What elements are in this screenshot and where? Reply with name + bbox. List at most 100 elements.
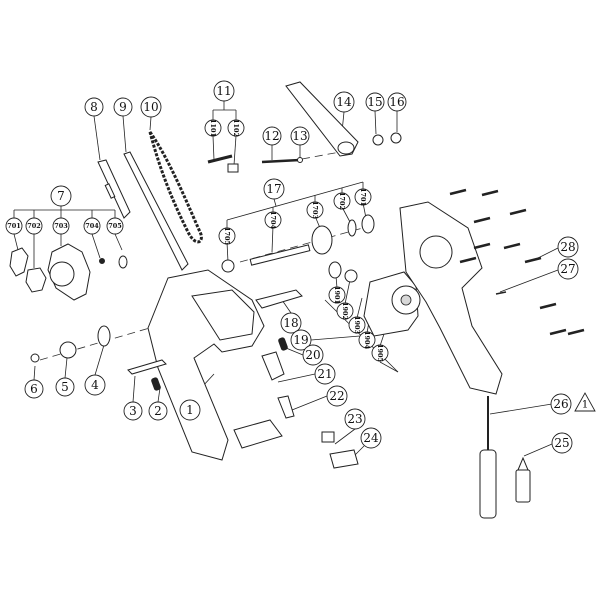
part-701: [9, 247, 29, 277]
callout-circle: [290, 329, 312, 351]
callout-number: 5: [61, 380, 69, 394]
callout-circle: [371, 344, 389, 362]
callout-number: 703: [54, 222, 68, 230]
callout-number: 9: [119, 100, 127, 114]
callout-number: 4: [91, 378, 99, 392]
callout-circle: [140, 96, 162, 118]
callout-number: 704: [85, 222, 99, 230]
callout-circle: [387, 92, 407, 112]
callout-6: 6: [24, 379, 44, 399]
callout-16: 16: [387, 92, 407, 112]
callout-circle: [262, 126, 282, 146]
callout-number: 19: [293, 333, 308, 347]
callout-circle: [333, 192, 351, 210]
callout-circle: [333, 91, 355, 113]
callout-704: 704: [83, 217, 101, 235]
callout-circle: [84, 97, 104, 117]
callout-21: 21: [314, 363, 336, 385]
callout-number: 1704: [269, 211, 277, 230]
callout-number: 2: [154, 404, 162, 418]
part-702: [25, 267, 47, 293]
callout-circle: [557, 236, 579, 258]
callout-1701: 1701: [354, 188, 372, 206]
callout-11: 11: [213, 80, 235, 102]
callout-circle: [365, 92, 385, 112]
callout-circle: [550, 393, 572, 415]
callout-circle: [263, 178, 285, 200]
callout-1: 1: [179, 399, 201, 421]
callout-705: 705: [106, 217, 124, 235]
callout-1702: 1702: [333, 192, 351, 210]
callout-circle: [84, 374, 106, 396]
callout-circle: [50, 185, 72, 207]
callout-circle: [213, 80, 235, 102]
callout-number: 16: [389, 95, 404, 109]
callout-number: 14: [336, 95, 352, 109]
callout-circle: [302, 344, 324, 366]
callout-circle: [326, 385, 348, 407]
callout-number: 15: [367, 95, 382, 109]
callout-number: 7: [57, 189, 65, 203]
callout-5: 5: [55, 377, 75, 397]
callout-number: 28: [560, 240, 575, 254]
callout-4: 4: [84, 374, 106, 396]
callout-number: 22: [329, 389, 344, 403]
callout-circle: [113, 97, 133, 117]
callout-number: 1102: [232, 119, 240, 137]
callout-circle: [306, 201, 324, 219]
callout-circle: [218, 227, 236, 245]
callout-17: 17: [263, 178, 285, 200]
callout-1704: 1704: [264, 211, 282, 230]
callout-circle: [179, 399, 201, 421]
callout-20: 20: [302, 344, 324, 366]
callout-1903: 1903: [348, 316, 366, 335]
callout-number: 1905: [376, 344, 384, 363]
callout-1905: 1905: [371, 344, 389, 363]
callout-number: 1901: [333, 286, 341, 304]
callout-24: 24: [360, 427, 382, 449]
callout-circle: [354, 188, 372, 206]
callout-circle: [551, 432, 573, 454]
callout-circle: [5, 217, 23, 235]
callout-number: 8: [90, 100, 98, 114]
callout-1703: 1703: [306, 201, 324, 220]
callout-number: 702: [27, 222, 41, 230]
callout-number: 25: [554, 436, 569, 450]
callout-3: 3: [123, 401, 143, 421]
callout-number: 3: [129, 404, 137, 418]
callout-9: 9: [113, 97, 133, 117]
callout-14: 14: [333, 91, 355, 113]
callout-circle: [328, 286, 346, 304]
callout-number: 1702: [338, 192, 346, 210]
callout-number: 1701: [359, 188, 367, 206]
callout-number: 1903: [353, 316, 361, 335]
callout-circle: [83, 217, 101, 235]
callout-circle: [55, 377, 75, 397]
callout-circle: [314, 363, 336, 385]
callout-15: 15: [365, 92, 385, 112]
callout-number: 10: [143, 100, 158, 114]
callout-701: 701: [5, 217, 23, 235]
callout-number: 27: [560, 262, 575, 276]
callout-circle: [336, 302, 354, 320]
callout-26: 26: [550, 393, 572, 415]
callout-circle: [123, 401, 143, 421]
callout-number: 17: [266, 182, 281, 196]
callout-number: 1705: [223, 227, 231, 246]
callout-13: 13: [290, 126, 310, 146]
warning-label: 1: [582, 400, 588, 411]
callout-2: 2: [148, 401, 168, 421]
callout-1904: 1904: [358, 331, 376, 350]
callout-28: 28: [557, 236, 579, 258]
callout-number: 1: [186, 403, 194, 417]
callout-23: 23: [344, 408, 366, 430]
callout-702: 702: [25, 217, 43, 235]
callout-number: 1703: [311, 201, 319, 220]
callout-number: 11: [216, 84, 231, 98]
callout-22: 22: [326, 385, 348, 407]
callout-circle: [24, 379, 44, 399]
warning-triangle-icon: 1: [574, 392, 596, 412]
callout-number: 18: [283, 316, 298, 330]
